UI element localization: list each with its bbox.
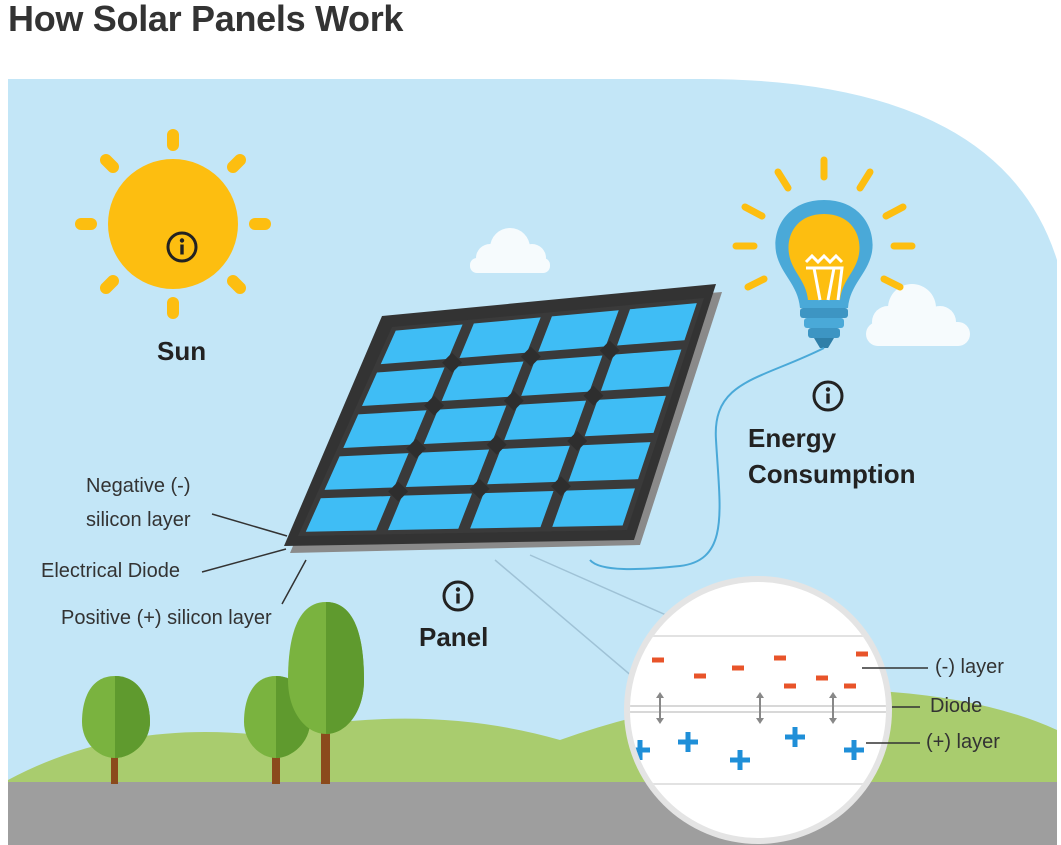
energy-info-icon[interactable] — [811, 379, 845, 413]
positive-charge-icon — [844, 740, 864, 760]
sun-label: Sun — [157, 336, 207, 366]
panel-cell-joint — [388, 481, 409, 502]
panel-info-icon[interactable] — [441, 579, 475, 613]
panel-cell-joint — [424, 395, 445, 416]
sun-info-icon[interactable] — [165, 230, 199, 264]
negative-charge-icon — [856, 651, 868, 657]
zoom-negative-layer-label: (-) layer — [935, 656, 1004, 678]
ground — [8, 782, 1057, 845]
panel-cell-joint — [567, 431, 588, 451]
positive-charge-icon — [630, 740, 650, 760]
panel-cell — [552, 488, 635, 527]
electrical-diode-label: Electrical Diode — [41, 560, 180, 582]
panel-cell-joint — [520, 346, 541, 367]
diode-arrow-icon — [656, 692, 664, 724]
panel-cell — [487, 445, 570, 485]
zoom-positive-layer-label: (+) layer — [926, 731, 1000, 753]
zoom-diode-label: Diode — [930, 695, 983, 717]
negative-charge-icon — [784, 683, 796, 689]
panel-cell-joint — [469, 478, 490, 499]
cloud-icon — [866, 284, 970, 346]
panel-cell-joint — [551, 476, 571, 497]
layer-zoom-circle — [624, 576, 892, 844]
diode-arrow-icon — [756, 692, 764, 724]
negative-charge-icon — [694, 673, 706, 679]
panel-cell — [617, 303, 697, 346]
panel-label: Panel — [419, 622, 489, 652]
panel-cell-joint — [406, 438, 427, 459]
sun-icon — [75, 129, 271, 319]
positive-charge-icon — [678, 732, 698, 752]
panel-cell — [568, 442, 651, 482]
negative-layer-label-line1: Negative (-) — [86, 475, 191, 497]
lightbulb-icon — [732, 156, 916, 348]
negative-charge-icon — [732, 665, 744, 671]
panel-cell — [441, 361, 524, 401]
panel-cell — [324, 453, 409, 490]
negative-charge-icon — [844, 683, 856, 689]
diode-arrow-icon — [829, 692, 837, 724]
negative-charge-icon — [774, 655, 786, 661]
negative-layer-label-line2: silicon layer — [86, 509, 191, 531]
energy-consumption-label-line1: Energy — [748, 423, 837, 453]
panel-cell-joint — [583, 385, 604, 406]
panel-cell — [305, 496, 391, 532]
panel-cell-joint — [486, 434, 507, 455]
panel-cell — [600, 349, 682, 391]
page-title: How Solar Panels Work — [8, 0, 404, 39]
panel-cell — [387, 493, 473, 531]
panel-cell — [504, 400, 587, 441]
panel-cell — [459, 317, 541, 358]
negative-charge-icon — [816, 675, 828, 681]
cloud-icon — [470, 228, 550, 273]
panel-cell-joint — [442, 352, 463, 373]
panel-cell — [470, 490, 554, 529]
power-wire — [589, 347, 825, 571]
panel-cell — [380, 324, 463, 365]
tree-icon — [82, 676, 150, 784]
positive-charge-icon — [785, 727, 805, 747]
panel-cell — [343, 410, 427, 448]
negative-charge-icon — [652, 657, 664, 663]
panel-cell — [538, 310, 619, 352]
positive-layer-label: Positive (+) silicon layer — [61, 607, 272, 629]
panel-cell — [521, 355, 603, 396]
tree-icon — [288, 602, 364, 784]
panel-cell — [584, 395, 666, 437]
solar-panel[interactable] — [284, 284, 722, 553]
panel-cell — [423, 405, 507, 445]
positive-charge-icon — [730, 750, 750, 770]
panel-cell — [362, 367, 445, 407]
panel-cell-joint — [503, 390, 524, 411]
energy-consumption-label-line2: Consumption — [748, 459, 916, 489]
panel-cell — [405, 449, 490, 488]
panel-cell-joint — [599, 340, 620, 361]
